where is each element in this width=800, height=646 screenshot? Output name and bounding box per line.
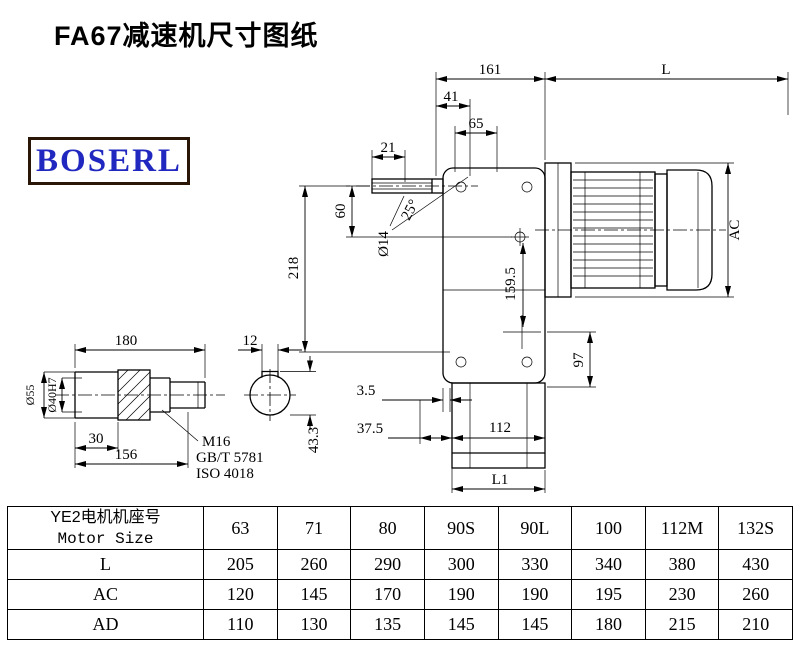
input-shaft <box>356 178 478 227</box>
motor <box>535 162 726 298</box>
value-cell: 130 <box>276 609 352 640</box>
table-row-AC: AC 120 145 170 190 190 195 230 260 <box>7 579 793 610</box>
hatch-lines <box>117 369 151 421</box>
shaft-dimensions: 180 12 Ø55 Ø40H7 30 156 <box>23 333 322 482</box>
value-cell: 230 <box>644 579 720 610</box>
fan-cover <box>666 169 713 291</box>
dim-156: 156 <box>115 447 138 463</box>
value-cell: 340 <box>571 549 646 580</box>
table-row-header: YE2电机机座号 Motor Size 63 71 80 90S 90L 100… <box>7 506 793 550</box>
dim-97: 97 <box>571 352 587 368</box>
row-label-L: L <box>7 549 204 580</box>
value-cell: 120 <box>203 579 278 610</box>
col-header-71: 71 <box>276 506 352 550</box>
dim-161: 161 <box>479 62 502 78</box>
value-cell: 215 <box>644 609 720 640</box>
dim-30: 30 <box>89 431 104 447</box>
value-cell: 110 <box>203 609 278 640</box>
dim-AC: AC <box>727 220 743 241</box>
value-cell: 145 <box>276 579 352 610</box>
col-header-132s: 132S <box>718 506 793 550</box>
value-cell: 145 <box>497 609 573 640</box>
value-cell: 135 <box>350 609 425 640</box>
main-dimensions: 161 L 41 65 21 60 <box>286 62 789 493</box>
dim-dia14: Ø14 <box>376 231 392 257</box>
value-cell: 210 <box>718 609 793 640</box>
value-cell: 330 <box>497 549 573 580</box>
value-cell: 190 <box>497 579 573 610</box>
col-header-90l: 90L <box>497 506 573 550</box>
value-cell: 260 <box>718 579 793 610</box>
value-cell: 300 <box>423 549 499 580</box>
col-header-63: 63 <box>203 506 278 550</box>
value-cell: 205 <box>203 549 278 580</box>
value-cell: 380 <box>644 549 720 580</box>
motor-size-header: YE2电机机座号 Motor Size <box>7 506 204 550</box>
dim-218: 218 <box>286 257 302 280</box>
dim-L1: L1 <box>492 472 509 488</box>
dia14-leader <box>389 195 405 227</box>
value-cell: 190 <box>423 579 499 610</box>
value-cell: 195 <box>571 579 646 610</box>
standard-iso: ISO 4018 <box>196 466 254 482</box>
dim-12: 12 <box>243 333 258 349</box>
page-title: FA67减速机尺寸图纸 <box>54 21 319 51</box>
motor-fins <box>573 179 653 277</box>
standard-gb: GB/T 5781 <box>196 450 264 466</box>
value-cell: 170 <box>350 579 425 610</box>
value-cell: 430 <box>718 549 793 580</box>
dim-41: 41 <box>444 89 459 105</box>
gearbox-housing <box>391 167 546 469</box>
dim-180: 180 <box>115 333 138 349</box>
row-label-AD: AD <box>7 609 204 640</box>
dim-21: 21 <box>381 140 396 156</box>
col-header-100: 100 <box>571 506 646 550</box>
dim-dia40h7: Ø40H7 <box>45 377 59 412</box>
dim-L: L <box>661 62 670 78</box>
angle-line <box>391 176 469 231</box>
shaft-detail <box>55 369 296 442</box>
value-cell: 145 <box>423 609 499 640</box>
value-cell: 290 <box>350 549 425 580</box>
col-header-112m: 112M <box>644 506 720 550</box>
dim-dia55: Ø55 <box>23 385 37 406</box>
motor-size-header-cn: YE2电机机座号 <box>50 509 161 526</box>
boserl-logo: BOSERL <box>28 137 190 185</box>
table-row-AD: AD 110 130 135 145 145 180 215 210 <box>7 609 793 640</box>
value-cell: 180 <box>571 609 646 640</box>
motor-size-header-en: Motor Size <box>57 530 154 548</box>
thread-leader <box>161 409 199 442</box>
col-header-90s: 90S <box>423 506 499 550</box>
dim-159-5: 159.5 <box>503 267 519 301</box>
row-label-AC: AC <box>7 579 204 610</box>
motor-size-table: YE2电机机座号 Motor Size 63 71 80 90S 90L 100… <box>7 506 793 640</box>
table-row-L: L 205 260 290 300 330 340 380 430 <box>7 549 793 580</box>
dimension-drawing: 161 L 41 65 21 60 <box>23 62 789 493</box>
thread-callout: M16 <box>202 434 231 450</box>
col-header-80: 80 <box>350 506 425 550</box>
dim-37-5: 37.5 <box>357 421 383 437</box>
dim-43-3: 43.3 <box>306 427 322 453</box>
dim-3-5: 3.5 <box>357 383 376 399</box>
dim-112: 112 <box>489 420 511 436</box>
dim-angle-25: 25° <box>398 197 422 223</box>
dim-60: 60 <box>333 204 349 219</box>
dim-65: 65 <box>469 116 484 132</box>
value-cell: 260 <box>276 549 352 580</box>
